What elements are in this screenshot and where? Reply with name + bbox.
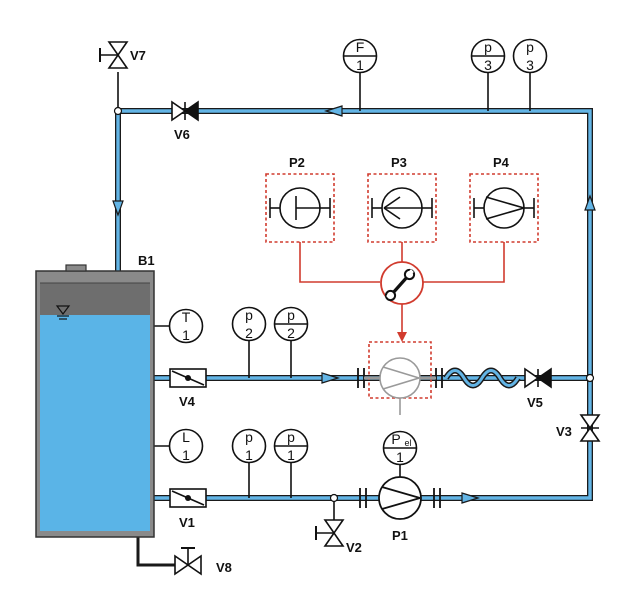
pump-p3-label: P3	[391, 155, 407, 170]
tank-b1: B1	[35, 253, 155, 538]
valve-v1[interactable]: V1	[169, 488, 207, 530]
svg-text:1: 1	[396, 449, 404, 465]
temperature-sensor-t1[interactable]: T 1	[168, 308, 204, 344]
svg-text:3: 3	[526, 57, 534, 73]
svg-text:3: 3	[484, 57, 492, 73]
svg-text:1: 1	[182, 447, 190, 463]
svg-text:L: L	[182, 429, 190, 445]
svg-text:p: p	[287, 307, 295, 323]
exchange-links	[299, 242, 505, 342]
svg-text:F: F	[356, 39, 365, 55]
svg-text:p: p	[484, 39, 492, 55]
svg-text:2: 2	[287, 325, 295, 341]
svg-text:p: p	[245, 429, 253, 445]
pressure-sensor-p2a[interactable]: p 2	[231, 306, 267, 342]
valve-v1-label: V1	[179, 515, 195, 530]
pump-p1-label: P1	[392, 528, 408, 543]
svg-text:el: el	[404, 438, 411, 448]
valve-v3-label: V3	[556, 424, 572, 439]
svg-text:1: 1	[356, 57, 364, 73]
valve-v6-label: V6	[174, 127, 190, 142]
pressure-sensor-p3a[interactable]: p 3	[470, 38, 506, 74]
pressure-sensor-p3b[interactable]: p 3	[512, 38, 548, 74]
pump-slot[interactable]	[357, 341, 443, 399]
level-marker-icon	[55, 305, 71, 320]
flow-sensor-f1[interactable]: F 1	[342, 38, 378, 74]
power-sensor-pel1[interactable]: P el 1	[382, 430, 418, 466]
valve-v5[interactable]: V5	[524, 367, 552, 410]
pump-p4-label: P4	[493, 155, 510, 170]
svg-text:1: 1	[287, 447, 295, 463]
svg-text:T: T	[182, 309, 191, 325]
pressure-sensor-p2b[interactable]: p 2	[273, 306, 309, 342]
valve-v2-label: V2	[346, 540, 362, 555]
valve-v5-label: V5	[527, 395, 543, 410]
pump-p2-label: P2	[289, 155, 305, 170]
pump-p1[interactable]: P1	[359, 476, 441, 543]
flow-arrows	[112, 105, 596, 504]
valve-v7-label: V7	[130, 48, 146, 63]
pressure-sensor-p1a[interactable]: p 1	[231, 428, 267, 464]
pump-p4[interactable]: P4	[469, 155, 539, 243]
svg-text:p: p	[245, 307, 253, 323]
valve-v4[interactable]: V4	[169, 368, 207, 409]
pressure-sensor-p1b[interactable]: p 1	[273, 428, 309, 464]
pump-p2[interactable]: P2	[265, 155, 335, 243]
valve-v6[interactable]: V6	[171, 100, 199, 142]
valve-v3[interactable]: V3	[556, 414, 601, 442]
svg-text:p: p	[287, 429, 295, 445]
valve-v2[interactable]: V2	[315, 519, 362, 555]
valve-v7[interactable]: V7	[99, 41, 146, 69]
pump-p3[interactable]: P3	[367, 155, 437, 243]
instrument-branches	[113, 72, 595, 567]
tank-label: B1	[138, 253, 155, 268]
svg-text:P: P	[391, 431, 400, 447]
svg-text:1: 1	[182, 327, 190, 343]
wrench-icon[interactable]	[384, 268, 416, 302]
flexible-hose	[443, 367, 521, 389]
valve-v4-label: V4	[179, 394, 196, 409]
svg-text:1: 1	[245, 447, 253, 463]
level-sensor-l1[interactable]: L 1	[168, 428, 204, 464]
valve-v8[interactable]: V8	[174, 547, 232, 576]
valve-v8-label: V8	[216, 560, 232, 575]
svg-text:p: p	[526, 39, 534, 55]
svg-text:2: 2	[245, 325, 253, 341]
